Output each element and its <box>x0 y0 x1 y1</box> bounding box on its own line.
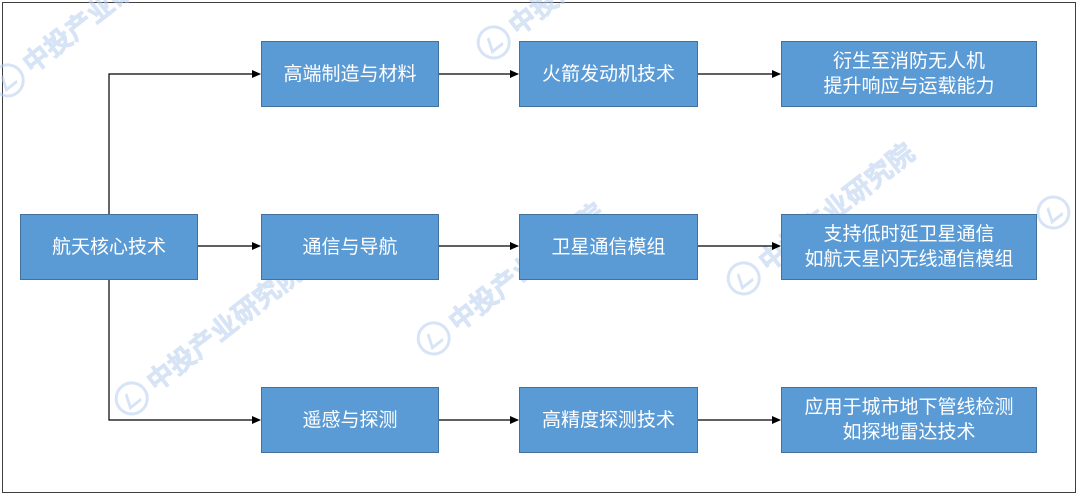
tech-node-precision-detection: 高精度探测技术 <box>519 387 698 453</box>
application-node-fire-drone: 衍生至消防无人机 提升响应与运载能力 <box>781 41 1037 107</box>
area-node-sensing: 遥感与探测 <box>261 387 439 453</box>
root-node: 航天核心技术 <box>20 214 198 280</box>
application-node-pipeline-detection: 应用于城市地下管线检测 如探地雷达技术 <box>781 387 1037 453</box>
area-node-communication: 通信与导航 <box>261 214 439 280</box>
area-node-manufacturing: 高端制造与材料 <box>261 41 439 107</box>
connector-root-to-area-3 <box>108 280 261 424</box>
tech-node-satellite-module: 卫星通信模组 <box>519 214 698 280</box>
connector-root-to-area-1 <box>108 70 261 214</box>
tech-node-rocket-engine: 火箭发动机技术 <box>519 41 698 107</box>
application-node-low-latency-comm: 支持低时延卫星通信 如航天星闪无线通信模组 <box>781 214 1037 280</box>
